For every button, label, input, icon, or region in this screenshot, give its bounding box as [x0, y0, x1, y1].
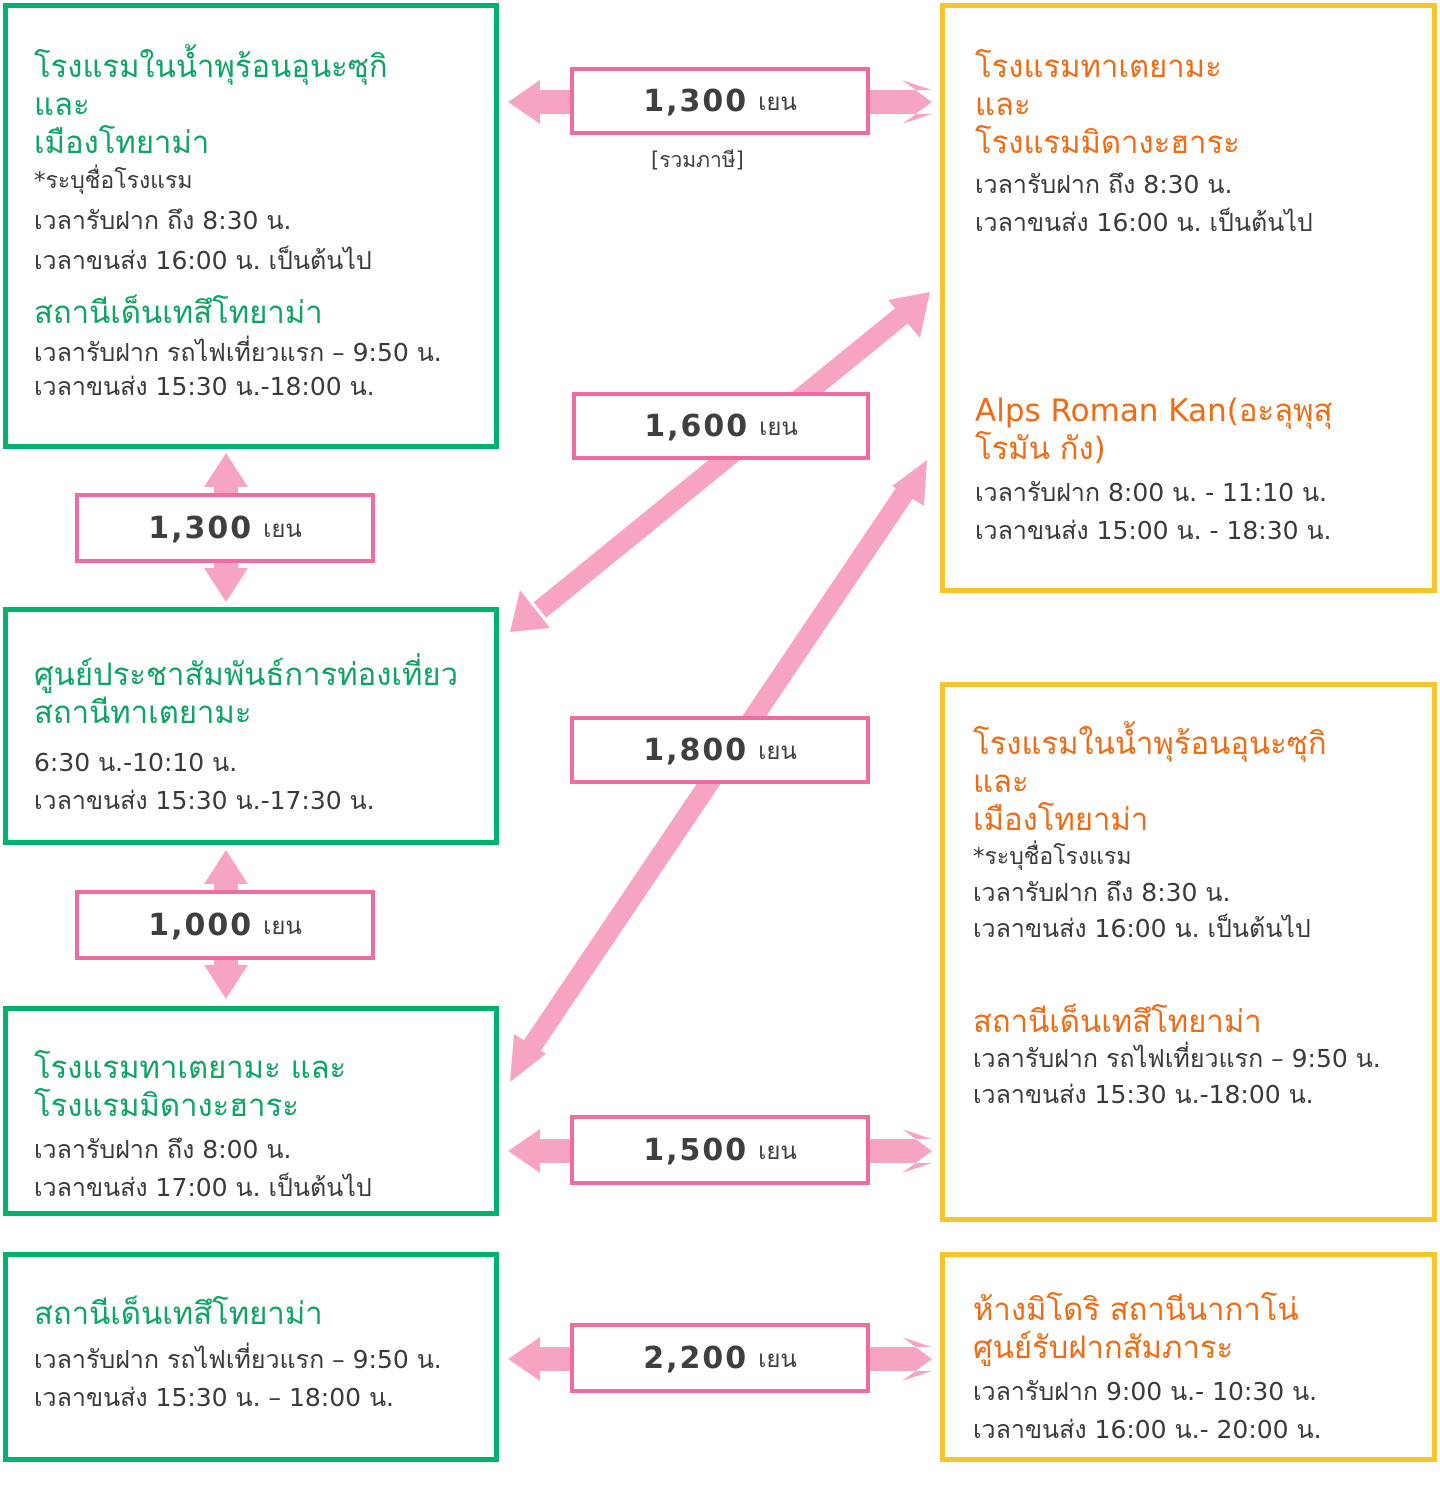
box-right-midori: ห้างมิโดริ สถานีนากาโน่ ศูนย์รับฝากสัมภา…: [940, 1252, 1437, 1462]
price-amount: 1,600: [644, 408, 750, 444]
arrow-p2-shaft: [533, 305, 912, 618]
alps-title: Alps Roman Kan(อะลุพุสุ โรมัน กัง): [975, 392, 1432, 468]
hotel-note: *ระบุชื่อโรงแรม: [34, 168, 193, 194]
title-line: สถานีทาเตยามะ: [34, 695, 252, 731]
price-p2: 1,600 เยน: [572, 392, 870, 460]
arrow-p3-head-bottom: [510, 1034, 546, 1082]
title: โรงแรมในน้ำพุร้อนอุนะซุกิ และ เมืองโทยาม…: [973, 725, 1432, 839]
station-delivery-time: เวลาขนส่ง 15:30 น.-18:00 น.: [34, 372, 375, 401]
price-amount: 1,300: [148, 510, 254, 546]
price-p5: 2,200 เยน: [570, 1323, 870, 1393]
station-title: สถานีเด็นเทสึโทยาม่า: [973, 1004, 1262, 1040]
station-drop-off-time: เวลารับฝาก รถไฟเที่ยวแรก – 9:50 น.: [973, 1044, 1381, 1073]
title-line: ศูนย์ประชาสัมพันธ์การท่องเที่ยว: [34, 657, 458, 693]
drop-off-time: เวลารับฝาก ถึง 8:00 น.: [34, 1135, 292, 1164]
price-unit: เยน: [759, 412, 798, 441]
hotel-note: *ระบุชื่อโรงแรม: [973, 844, 1132, 870]
title-line: เมืองโทยาม่า: [973, 802, 1149, 838]
title: โรงแรมทาเตยามะ และ โรงแรมมิดางะฮาระ: [34, 1049, 494, 1125]
title-line: เมืองโทยาม่า: [34, 125, 210, 161]
alps-drop-off-time: เวลารับฝาก 8:00 น. - 11:10 น.: [975, 478, 1328, 507]
title-line: โรงแรมทาเตยามะ และ: [34, 1050, 347, 1086]
box-left-unazuki: โรงแรมในน้ำพุร้อนอุนะซุกิ และ เมืองโทยาม…: [3, 3, 499, 449]
title-line: โรงแรมทาเตยามะ: [975, 49, 1222, 85]
title-line: โรมัน กัง): [975, 431, 1106, 467]
title-line: ศูนย์รับฝากสัมภาระ: [973, 1330, 1234, 1366]
station-delivery-time: เวลาขนส่ง 15:30 น.-18:00 น.: [973, 1080, 1314, 1109]
station-drop-off-time: เวลารับฝาก รถไฟเที่ยวแรก – 9:50 น.: [34, 338, 442, 367]
title-line: และ: [34, 87, 90, 123]
delivery-time: เวลาขนส่ง 15:30 น. – 18:00 น.: [34, 1383, 394, 1412]
drop-off-time: 6:30 น.-10:10 น.: [34, 748, 238, 777]
box-left-tateyama-center: ศูนย์ประชาสัมพันธ์การท่องเที่ยว สถานีทาเ…: [3, 607, 499, 845]
alps-delivery-time: เวลาขนส่ง 15:00 น. - 18:30 น.: [975, 516, 1332, 545]
title: สถานีเด็นเทสึโทยาม่า: [34, 1296, 323, 1332]
drop-off-time: เวลารับฝาก ถึง 8:30 น.: [34, 206, 292, 235]
box-right-unazuki: โรงแรมในน้ำพุร้อนอุนะซุกิ และ เมืองโทยาม…: [940, 682, 1437, 1222]
delivery-time: เวลาขนส่ง 16:00 น. เป็นต้นไป: [975, 208, 1313, 237]
price-amount: 1,300: [643, 83, 749, 119]
drop-off-time: เวลารับฝาก รถไฟเที่ยวแรก – 9:50 น.: [34, 1345, 442, 1374]
box-left-hotel-tateyama: โรงแรมทาเตยามะ และ โรงแรมมิดางะฮาระ เวลา…: [3, 1006, 499, 1216]
price-p3: 1,800 เยน: [570, 716, 870, 784]
price-unit: เยน: [758, 87, 797, 116]
delivery-time: เวลาขนส่ง 15:30 น.-17:30 น.: [34, 786, 375, 815]
price-unit: เยน: [758, 736, 797, 765]
arrow-p2-head-bottom: [510, 590, 550, 632]
drop-off-time: เวลารับฝาก ถึง 8:30 น.: [973, 878, 1231, 907]
price-amount: 1,000: [148, 907, 254, 943]
delivery-time: เวลาขนส่ง 17:00 น. เป็นต้นไป: [34, 1173, 372, 1202]
price-p7: 1,000 เยน: [75, 890, 375, 960]
title: โรงแรมในน้ำพุร้อนอุนะซุกิ และ เมืองโทยาม…: [34, 48, 494, 162]
price-p6: 1,300 เยน: [75, 493, 375, 563]
box-right-hotels: โรงแรมทาเตยามะ และ โรงแรมมิดางะฮาระ เวลา…: [940, 3, 1437, 593]
title-line: โรงแรมในน้ำพุร้อนอุนะซุกิ: [34, 49, 388, 85]
title-line: และ: [973, 764, 1029, 800]
arrow-p3-head-top: [892, 460, 927, 506]
price-p1: 1,300 เยน: [570, 67, 870, 135]
price-amount: 2,200: [643, 1340, 749, 1376]
title-line: Alps Roman Kan(อะลุพุสุ: [975, 393, 1333, 429]
drop-off-time: เวลารับฝาก ถึง 8:30 น.: [975, 170, 1233, 199]
arrow-p2-head-top: [888, 292, 930, 338]
price-unit: เยน: [263, 911, 302, 940]
drop-off-time: เวลารับฝาก 9:00 น.- 10:30 น.: [973, 1377, 1318, 1406]
title-line: โรงแรมในน้ำพุร้อนอุนะซุกิ: [973, 726, 1327, 762]
title-line: โรงแรมมิดางะฮาระ: [975, 125, 1240, 161]
title: ห้างมิโดริ สถานีนากาโน่ ศูนย์รับฝากสัมภา…: [973, 1291, 1432, 1367]
price-amount: 1,800: [643, 732, 749, 768]
delivery-time: เวลาขนส่ง 16:00 น.- 20:00 น.: [973, 1415, 1322, 1444]
title: ศูนย์ประชาสัมพันธ์การท่องเที่ยว สถานีทาเ…: [34, 656, 494, 732]
title-line: และ: [975, 87, 1031, 123]
price-unit: เยน: [758, 1136, 797, 1165]
price-unit: เยน: [263, 514, 302, 543]
tax-note: [รวมภาษี]: [651, 148, 744, 172]
title-line: ห้างมิโดริ สถานีนากาโน่: [973, 1292, 1299, 1328]
price-amount: 1,500: [643, 1132, 749, 1168]
price-unit: เยน: [758, 1344, 797, 1373]
box-left-dentetsu: สถานีเด็นเทสึโทยาม่า เวลารับฝาก รถไฟเที่…: [3, 1252, 499, 1462]
price-p4: 1,500 เยน: [570, 1115, 870, 1185]
title: โรงแรมทาเตยามะ และ โรงแรมมิดางะฮาระ: [975, 48, 1432, 162]
title-line: โรงแรมมิดางะฮาระ: [34, 1088, 299, 1124]
delivery-time: เวลาขนส่ง 16:00 น. เป็นต้นไป: [973, 914, 1311, 943]
station-title: สถานีเด็นเทสึโทยาม่า: [34, 295, 323, 331]
delivery-time: เวลาขนส่ง 16:00 น. เป็นต้นไป: [34, 246, 372, 275]
